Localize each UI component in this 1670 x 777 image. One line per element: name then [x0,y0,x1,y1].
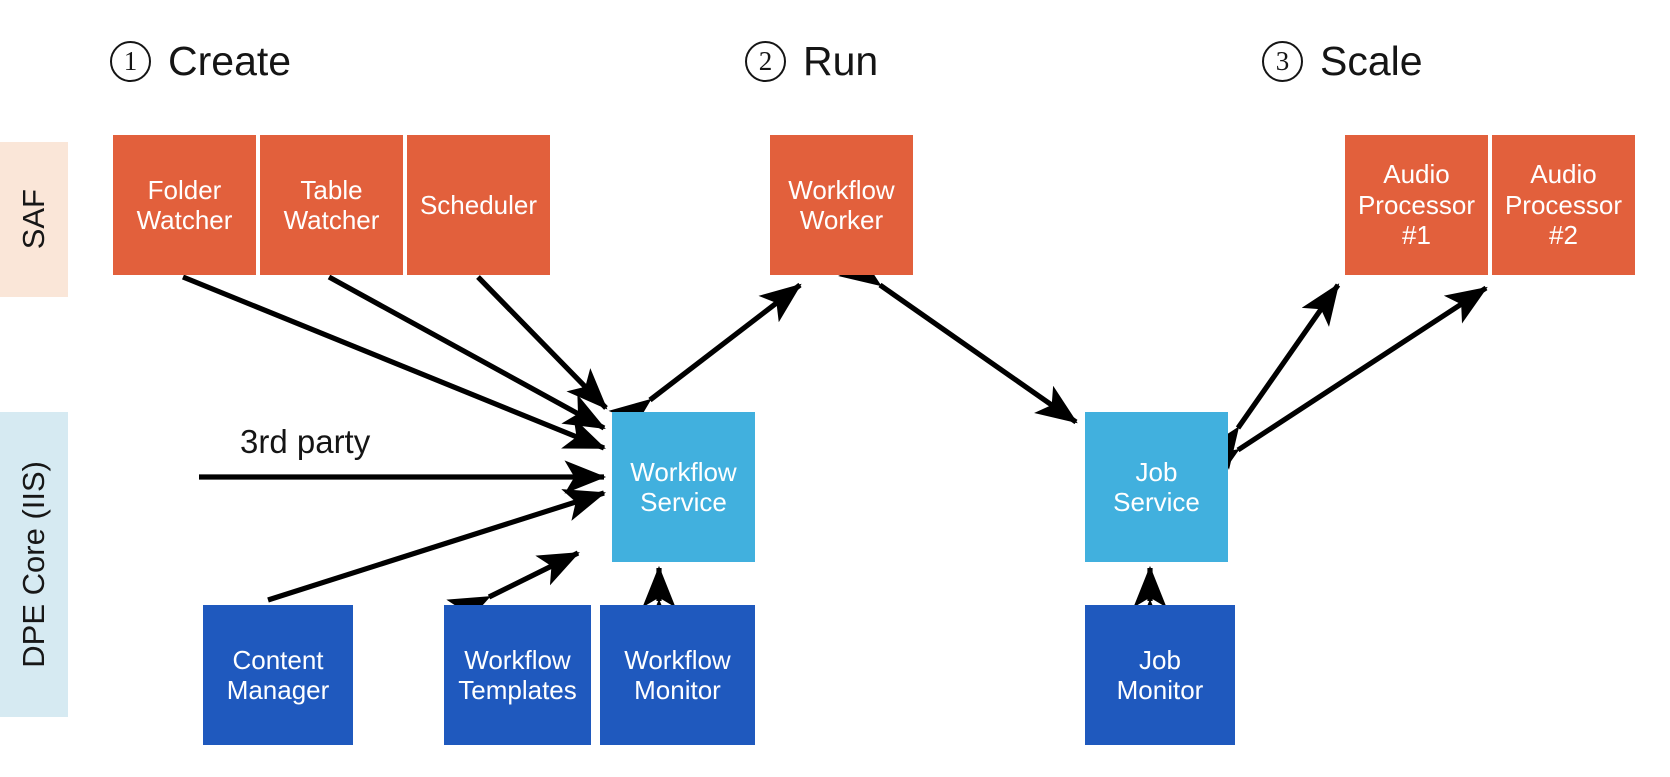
connector-table-watcher-to-workflow-service [327,274,606,431]
node-audio-processor-2[interactable]: Audio Processor #2 [1492,135,1635,275]
connector-content-manager-to-workflow-service [267,489,606,603]
connector-workflow-service-to-workflow-worker [608,282,802,438]
node-table-watcher[interactable]: Table Watcher [260,135,403,275]
phase-heading-run: 2 Run [745,38,878,85]
phase-label-scale: Scale [1320,38,1423,84]
node-label-table-watcher: Table Watcher [283,174,380,235]
connector-job-service-to-audio-processor-2 [1195,285,1488,486]
connector-scheduler-to-workflow-service [476,275,608,410]
node-label-job-service: Job Service [1113,456,1200,517]
node-label-scheduler: Scheduler [419,189,538,220]
swimlane-label-saf: SAF [16,189,51,250]
node-label-audio-processor-1: Audio Processor #1 [1357,159,1476,251]
phase-number-1-icon: 1 [110,41,151,82]
swimlane-band-saf: SAF [0,142,68,297]
swimlane-band-dpe-core: DPE Core (IIS) [0,412,68,717]
swimlane-label-dpe-core: DPE Core (IIS) [16,461,51,668]
node-label-folder-watcher: Folder Watcher [136,174,233,235]
connector-workflow-templates-to-workflow-service [446,550,580,630]
connector-workflow-worker-to-job-service [838,248,1078,425]
node-workflow-worker[interactable]: Workflow Worker [770,135,913,275]
node-job-monitor[interactable]: Job Monitor [1085,605,1235,745]
phase-heading-scale: 3 Scale [1262,38,1423,85]
node-label-workflow-templates: Workflow Templates [458,644,577,705]
connector-job-service-to-audio-processor-1 [1201,283,1341,470]
phase-number-3-icon: 3 [1262,41,1303,82]
node-label-workflow-monitor: Workflow Monitor [624,644,731,705]
node-label-job-monitor: Job Monitor [1116,644,1204,705]
phase-number-2-icon: 2 [745,41,786,82]
phase-label-run: Run [803,38,879,84]
third-party-label: 3rd party [240,423,371,460]
node-label-audio-processor-2: Audio Processor #2 [1504,159,1623,251]
node-scheduler[interactable]: Scheduler [407,135,550,275]
node-folder-watcher[interactable]: Folder Watcher [113,135,256,275]
phase-label-create: Create [168,38,292,84]
node-workflow-monitor[interactable]: Workflow Monitor [600,605,755,745]
node-label-content-manager: Content Manager [226,644,330,705]
node-workflow-templates[interactable]: Workflow Templates [444,605,591,745]
node-job-service[interactable]: Job Service [1085,412,1228,562]
phase-heading-create: 1 Create [110,38,291,85]
node-label-workflow-service: Workflow Service [630,456,737,517]
node-audio-processor-1[interactable]: Audio Processor #1 [1345,135,1488,275]
node-label-workflow-worker: Workflow Worker [788,174,895,235]
node-content-manager[interactable]: Content Manager [203,605,353,745]
node-workflow-service[interactable]: Workflow Service [612,412,755,562]
